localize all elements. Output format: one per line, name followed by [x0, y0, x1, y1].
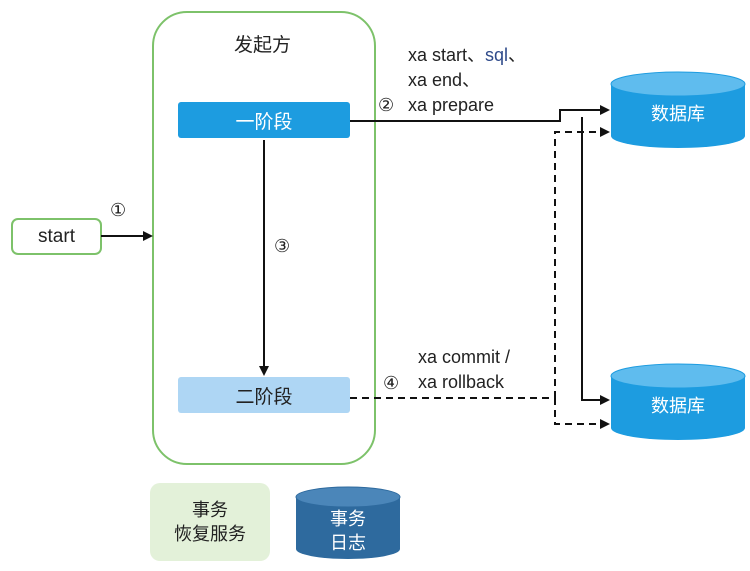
step-4-marker: ④ [383, 373, 400, 393]
start-label: start [38, 225, 75, 247]
transaction-log-label: 事务 日志 [296, 505, 400, 557]
arrow-phase-one-to-db-top [350, 105, 610, 122]
step-2-marker: ② [378, 95, 395, 115]
cmd-sql: sql [485, 45, 509, 65]
arrow-phase-one-to-db-bottom [581, 117, 610, 405]
transaction-log-line2: 日志 [330, 533, 366, 553]
transaction-log-cylinder [295, 486, 401, 559]
database-bottom-label: 数据库 [651, 396, 705, 416]
cmd-separator: 、 [508, 45, 527, 65]
recovery-service-line2: 恢复服务 [174, 524, 246, 544]
initiator-title: 发起方 [234, 35, 292, 56]
database-bottom-cylinder [610, 363, 746, 440]
phase-two-commands-line2: xa rollback [418, 372, 505, 392]
phase-one-commands-line3: xa prepare [408, 95, 495, 115]
recovery-service-box [150, 483, 270, 561]
phase-two-label: 二阶段 [235, 386, 293, 408]
phase-one-commands-line1: xa start、sql、 [408, 44, 526, 66]
phase-one-label: 一阶段 [235, 111, 293, 133]
dashed-arrow-to-db-bottom [554, 398, 610, 429]
phase-one-box[interactable] [178, 102, 350, 138]
step-1-marker: ① [110, 200, 127, 220]
cmd-xa-start: xa start、 [408, 45, 486, 65]
recovery-service-label: 事务 恢复服务 [150, 483, 270, 561]
dashed-arrow-to-db-top [554, 127, 610, 398]
database-top-label: 数据库 [651, 104, 705, 124]
phase-two-commands-line1: xa commit / [418, 347, 511, 367]
phase-one-commands-line2: xa end、 [408, 70, 481, 90]
recovery-service-line1: 事务 [192, 500, 228, 520]
transaction-log-line1: 事务 [330, 509, 366, 529]
step-3-marker: ③ [274, 236, 291, 256]
database-top-cylinder [610, 71, 746, 148]
phase-two-box[interactable] [178, 377, 350, 413]
